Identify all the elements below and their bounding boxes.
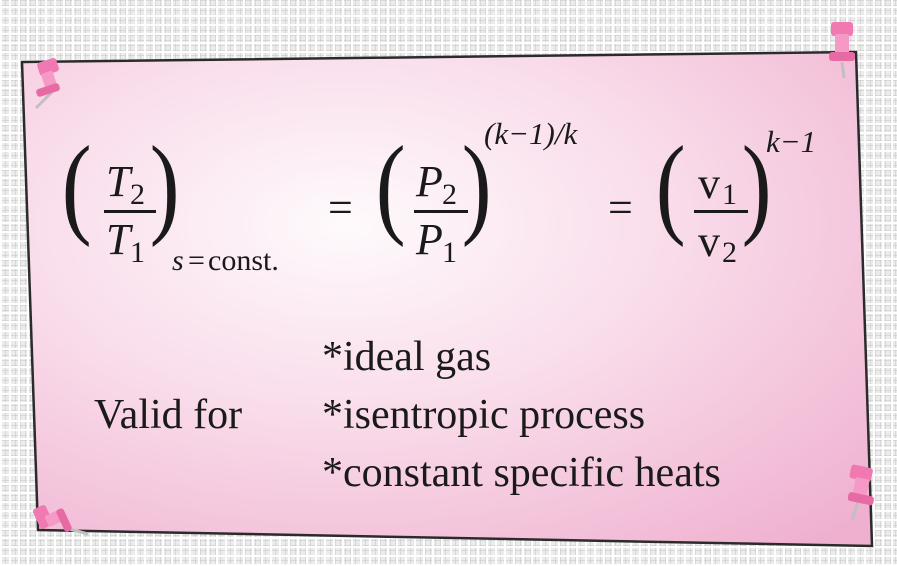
pushpin-icon	[829, 22, 855, 79]
right-paren: )	[149, 124, 180, 248]
denominator-subscript: 2	[722, 236, 737, 269]
fraction-bar	[694, 210, 748, 213]
condition-item: *isentropic process	[322, 392, 646, 438]
numerator-subscript: 2	[130, 178, 145, 211]
right-paren: )	[461, 124, 492, 248]
pushpin-icon	[32, 505, 89, 536]
valid-for-label: Valid for	[94, 392, 243, 438]
equals-sign: =	[328, 183, 353, 232]
right-paren: )	[741, 124, 772, 248]
denominator-subscript: 1	[442, 236, 457, 269]
condition-value: const.	[208, 244, 279, 277]
numerator-symbol: T	[106, 157, 131, 206]
numerator-subscript: 1	[722, 178, 737, 211]
numerator-subscript: 2	[442, 178, 457, 211]
denominator-symbol: v	[698, 217, 720, 266]
condition-item: *constant specific heats	[322, 450, 721, 496]
fraction-bar	[104, 210, 156, 213]
denominator-subscript: 1	[130, 236, 145, 269]
denominator-symbol: P	[416, 215, 443, 264]
exponent: k−1	[766, 124, 817, 159]
condition-item: *ideal gas	[322, 334, 492, 380]
pushpin-icon	[34, 58, 60, 110]
left-paren: (	[61, 124, 92, 248]
fraction-bar	[414, 210, 468, 213]
left-paren: (	[375, 124, 406, 248]
numerator-symbol: v	[698, 159, 720, 208]
left-paren: (	[655, 124, 686, 248]
numerator-symbol: P	[416, 157, 443, 206]
condition-equals: =	[188, 244, 205, 277]
pushpin-icon	[847, 464, 874, 521]
equals-sign: =	[608, 183, 633, 232]
denominator-symbol: T	[106, 215, 131, 264]
exponent: (k−1)/k	[484, 116, 578, 151]
condition-variable: s	[172, 244, 184, 277]
